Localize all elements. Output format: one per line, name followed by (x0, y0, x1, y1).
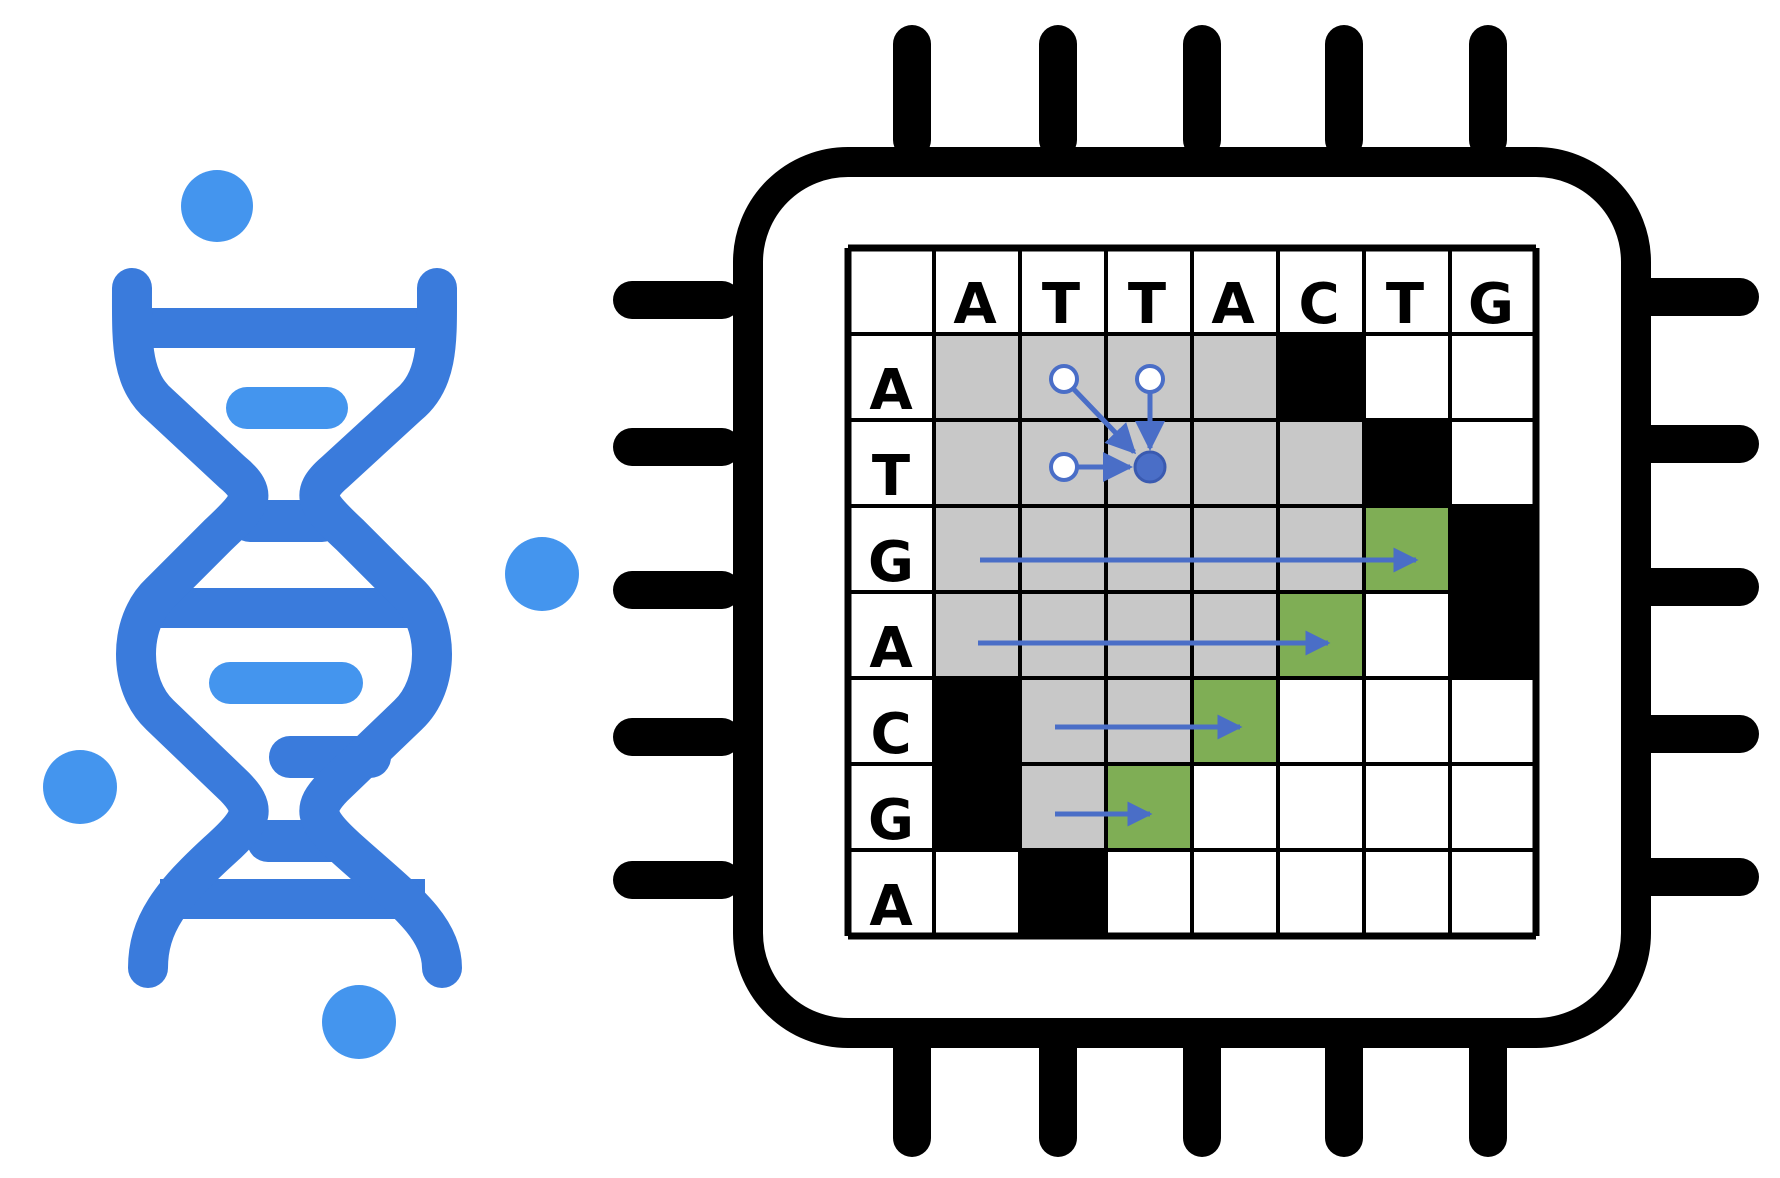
matrix-cell-black (934, 764, 1020, 850)
source-node (1049, 364, 1079, 394)
dna-dot-right (505, 537, 579, 611)
matrix-cell-gray (1020, 592, 1106, 678)
column-header: A (953, 272, 997, 337)
source-node (1135, 364, 1165, 394)
row-header: G (868, 788, 914, 853)
dependency-overlay (978, 364, 1419, 827)
dna-dot-left (43, 750, 117, 824)
matrix-cell-gray (1106, 678, 1192, 764)
column-header: T (1386, 272, 1424, 337)
matrix-cell-gray (1020, 678, 1106, 764)
dna-dot-bottom (322, 985, 396, 1059)
dna-dot-top (181, 170, 253, 242)
column-header: G (1468, 272, 1514, 337)
matrix-cell-gray (934, 506, 1020, 592)
matrix-cell-gray (1192, 334, 1278, 420)
matrix-cell-white (1364, 678, 1450, 764)
matrix-cell-gray (1020, 764, 1106, 850)
matrix-cell-gray (1192, 420, 1278, 506)
row-header: G (868, 530, 914, 595)
matrix-cell-black (1450, 506, 1536, 592)
matrix-cell-white (1364, 334, 1450, 420)
matrix-cell-black (1020, 850, 1106, 936)
matrix-cell-gray (1278, 506, 1364, 592)
matrix-cell-gray (934, 592, 1020, 678)
matrix-cell-gray (1278, 420, 1364, 506)
matrix-cell-gray (1192, 506, 1278, 592)
dna-strand-left (111, 268, 269, 988)
dna-double-helix-icon (43, 170, 579, 1059)
matrix-cell-white (1450, 420, 1536, 506)
matrix-cell-gray (1020, 506, 1106, 592)
row-header: A (869, 616, 913, 681)
matrix-cell-green (1364, 506, 1450, 592)
dna-strand-right (299, 268, 462, 988)
matrix-cell-white (1450, 850, 1536, 936)
matrix-cell-white (1106, 850, 1192, 936)
matrix-cell-white (1278, 850, 1364, 936)
matrix-cell-white (1278, 678, 1364, 764)
matrix-cell-green (1278, 592, 1364, 678)
matrix-cell-green (1192, 678, 1278, 764)
matrix-cell-gray (1192, 592, 1278, 678)
matrix-cell-white (1450, 678, 1536, 764)
row-header: C (870, 702, 911, 767)
column-header: C (1298, 272, 1339, 337)
matrix-cell-black (934, 678, 1020, 764)
matrix-cell-white (1450, 764, 1536, 850)
matrix-cell-white (1364, 764, 1450, 850)
alignment-matrix: A T T A C T G A T G A C G A (844, 244, 1540, 940)
matrix-cell-black (1450, 592, 1536, 678)
matrix-cell-white (1278, 764, 1364, 850)
matrix-cell-black (1364, 420, 1450, 506)
matrix-cell-gray (934, 420, 1020, 506)
matrix-cell-white (934, 850, 1020, 936)
matrix-cell-gray (1106, 506, 1192, 592)
row-header: T (872, 444, 910, 509)
matrix-cell-green (1106, 764, 1192, 850)
column-header: A (1211, 272, 1255, 337)
matrix-cell-white (1450, 334, 1536, 420)
matrix-grid-lines (844, 244, 1540, 940)
matrix-cell-white (1364, 850, 1450, 936)
matrix-cell-gray (934, 334, 1020, 420)
matrix-cell-gray (1106, 592, 1192, 678)
column-header: T (1042, 272, 1080, 337)
matrix-cell-white (1192, 764, 1278, 850)
matrix-cell-white (1364, 592, 1450, 678)
column-header: T (1128, 272, 1166, 337)
row-header: A (869, 358, 913, 423)
matrix-cell-black (1278, 334, 1364, 420)
source-node (1049, 452, 1079, 482)
matrix-cell-white (1192, 850, 1278, 936)
diagonal-dependency-arrow (1062, 377, 1137, 455)
target-node (1133, 450, 1167, 484)
row-header: A (869, 874, 913, 939)
